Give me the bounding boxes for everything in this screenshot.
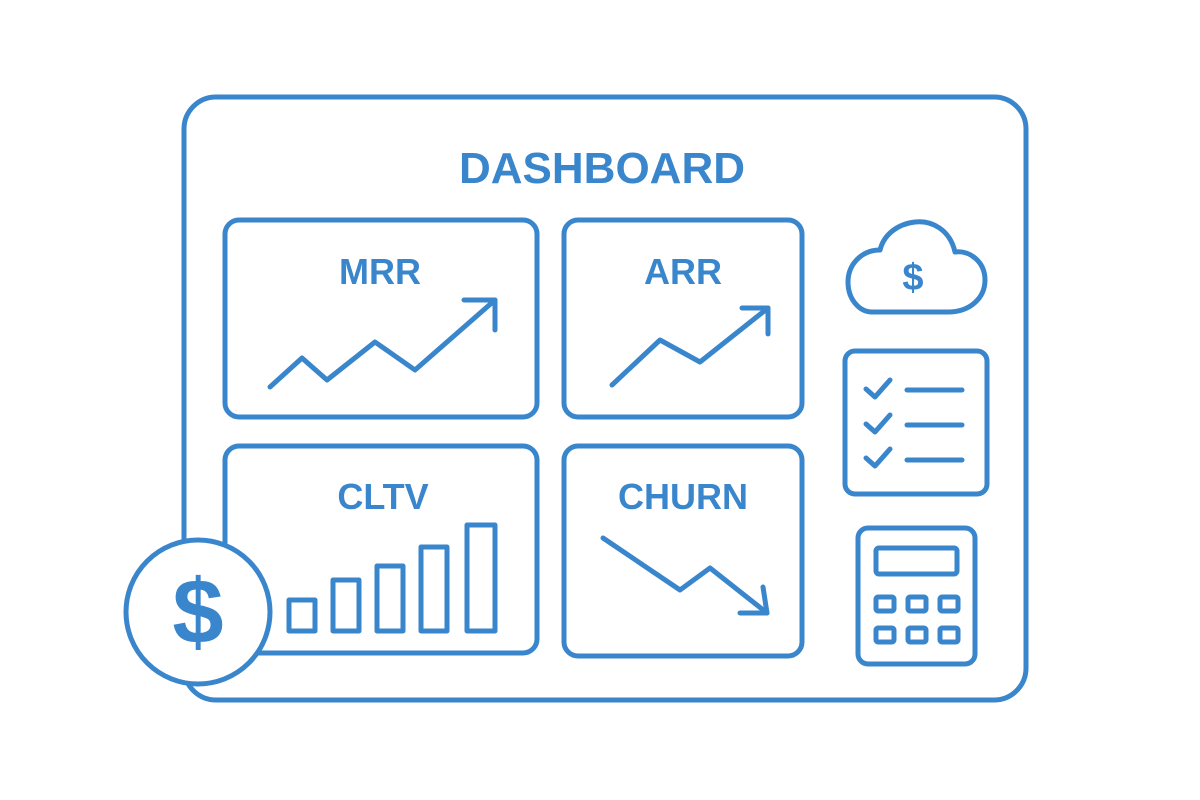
bar-chart-icon (286, 522, 498, 634)
dollar-coin-icon: $ (123, 537, 273, 687)
dollar-coin-glyph: $ (172, 561, 223, 663)
card-arr-frame (561, 217, 805, 420)
checklist-icon (842, 348, 990, 497)
card-mrr-label: MRR (339, 251, 421, 292)
card-mrr: MRR (222, 217, 540, 420)
bar-5 (464, 522, 498, 634)
card-mrr-frame (222, 217, 540, 420)
trend-down-icon (600, 535, 770, 616)
card-arr: ARR (561, 217, 805, 420)
bar-4 (418, 544, 450, 634)
bar-3 (374, 563, 406, 634)
dashboard-title: DASHBOARD (459, 144, 745, 193)
calculator-icon (855, 525, 978, 667)
dashboard-frame (181, 94, 1029, 703)
bar-1 (286, 597, 318, 634)
card-cltv-label: CLTV (337, 476, 428, 517)
card-churn: CHURN (561, 443, 805, 659)
card-arr-label: ARR (644, 251, 722, 292)
trend-up-icon (609, 305, 771, 388)
card-churn-label: CHURN (618, 476, 748, 517)
trend-up-icon (267, 297, 498, 390)
cloud-dollar-icon: $ (845, 219, 988, 315)
cloud-dollar-glyph: $ (902, 257, 923, 299)
card-churn-frame (561, 443, 805, 659)
bar-2 (330, 577, 362, 634)
